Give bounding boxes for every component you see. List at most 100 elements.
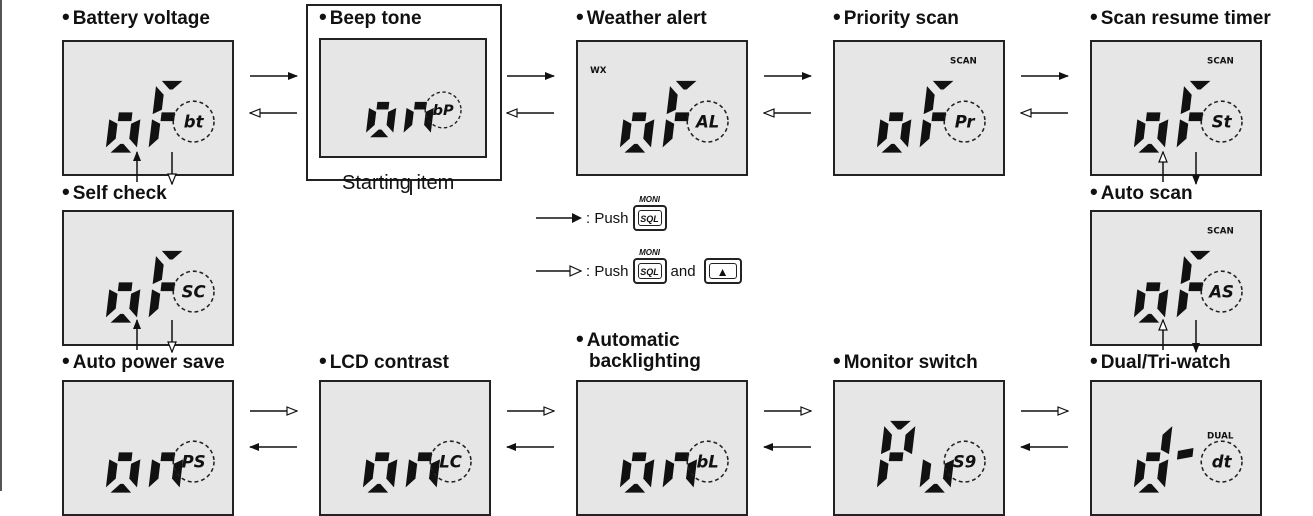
setting-code-text: bt [184, 112, 205, 131]
starting-item-caption: Starting item [342, 172, 455, 194]
lcd-contrast-label: •LCD contrast [319, 350, 449, 374]
lcd-segment [403, 107, 414, 133]
setting-code-circle [172, 100, 215, 143]
lcd-segment [619, 459, 632, 488]
lcd-digit [1176, 448, 1194, 460]
sql-key-icon: MONI SQL [632, 195, 667, 231]
lcd-digit [148, 80, 183, 148]
lcd-segment [1138, 313, 1160, 323]
lcd-segment [881, 143, 903, 153]
lcd-segment [1133, 119, 1146, 148]
automatic-backlighting-lcd-display: bL [576, 380, 748, 516]
lcd-segment [367, 483, 389, 493]
lcd-segment [160, 452, 176, 462]
lcd-svg: PS [105, 440, 215, 493]
lcd-digit [662, 452, 698, 488]
lcd-segment [152, 86, 164, 115]
lcd-segment [1145, 112, 1161, 122]
lcd-digit [405, 452, 441, 488]
lcd-digit [105, 282, 141, 323]
setting-code-text: S9 [953, 452, 976, 471]
lcd-segment [362, 459, 375, 488]
lcd-digit [105, 112, 141, 153]
lcd-svg: S9 [876, 420, 986, 493]
lcd-segment [110, 143, 132, 153]
lcd-segment [110, 483, 132, 493]
solid-arrow-icon [536, 213, 582, 223]
lcd-segment [148, 119, 161, 148]
priority-scan-label: •Priority scan [833, 6, 959, 30]
lcd-segment [110, 313, 132, 323]
lcd-segment [631, 112, 647, 122]
battery-voltage-label-text: Battery voltage [72, 8, 210, 29]
lcd-segment [923, 86, 935, 115]
legend-push-sql-and-up: : Push MONI SQL and ▲ [536, 248, 746, 284]
lcd-segment [1133, 289, 1146, 318]
lcd-segment [405, 459, 418, 488]
lcd-segment [900, 119, 912, 148]
lcd-digit [1133, 282, 1169, 323]
lcd-segment [876, 459, 889, 488]
auto-scan-label-text: Auto scan [1100, 183, 1193, 204]
lcd-segment [105, 119, 118, 148]
lcd-digit [619, 452, 655, 493]
scan-resume-timer-label: •Scan resume timer [1090, 4, 1271, 30]
lcd-segment [1189, 80, 1211, 90]
lcd-digit [619, 112, 655, 153]
lcd-segment [662, 459, 675, 488]
lcd-contrast-lcd-display: LC [319, 380, 491, 516]
lcd-segment [674, 112, 690, 122]
lcd-segment [1157, 289, 1169, 318]
auto-power-save-label: •Auto power save [62, 350, 225, 374]
lcd-segment [1180, 256, 1192, 285]
lcd-segment [1160, 426, 1173, 455]
lcd-segment [1138, 143, 1160, 153]
lcd-segment [919, 459, 932, 488]
bullet-icon: • [1090, 4, 1098, 29]
lcd-segment [931, 112, 947, 122]
lcd-segment [160, 112, 176, 122]
lcd-segment [643, 119, 655, 148]
self-check-label: •Self check [62, 179, 167, 205]
setting-code-text: dt [1212, 452, 1233, 471]
lcd-digit [148, 452, 184, 488]
lcd-segment [890, 420, 911, 430]
lcd-segment [374, 452, 390, 462]
lcd-segment [880, 426, 892, 455]
auto-power-save-lcd-display: PS [62, 380, 234, 516]
lcd-segment [129, 459, 141, 488]
lcd-segment [674, 452, 690, 462]
starting-item-tick [410, 181, 412, 195]
lcd-indicator-dual: DUAL [1207, 431, 1234, 441]
lcd-digit [105, 452, 141, 493]
bullet-icon: • [833, 348, 841, 373]
bullet-icon: • [319, 4, 327, 29]
setting-code-text: St [1212, 112, 1233, 131]
lcd-segment [366, 107, 377, 133]
legend-push-text: : Push [586, 209, 629, 227]
setting-code-text: bP [433, 103, 454, 119]
lcd-svg: dt DUAL [1133, 426, 1243, 493]
lcd-segment [643, 459, 655, 488]
dual-tri-watch-label: •Dual/Tri-watch [1090, 350, 1231, 374]
lcd-segment [876, 119, 889, 148]
lcd-segment [105, 459, 118, 488]
legend-push-text-2: : Push [586, 262, 629, 280]
sql-key-icon-2: MONI SQL [632, 248, 667, 284]
lcd-svg: bL [619, 440, 729, 493]
lcd-segment [1188, 282, 1204, 292]
dual-tri-watch-label-text: Dual/Tri-watch [1100, 352, 1231, 373]
setting-code-circle [424, 91, 462, 129]
bullet-icon: • [62, 179, 70, 204]
lcd-segment [1145, 282, 1161, 292]
lcd-digit [362, 452, 398, 493]
setting-code-text: AL [694, 112, 719, 131]
automatic-backlighting-label-text: Automatic [586, 330, 680, 351]
hollow-arrow-icon [536, 265, 582, 277]
legend-push-sql: : Push MONI SQL [536, 195, 671, 231]
lcd-segment [1133, 459, 1146, 488]
